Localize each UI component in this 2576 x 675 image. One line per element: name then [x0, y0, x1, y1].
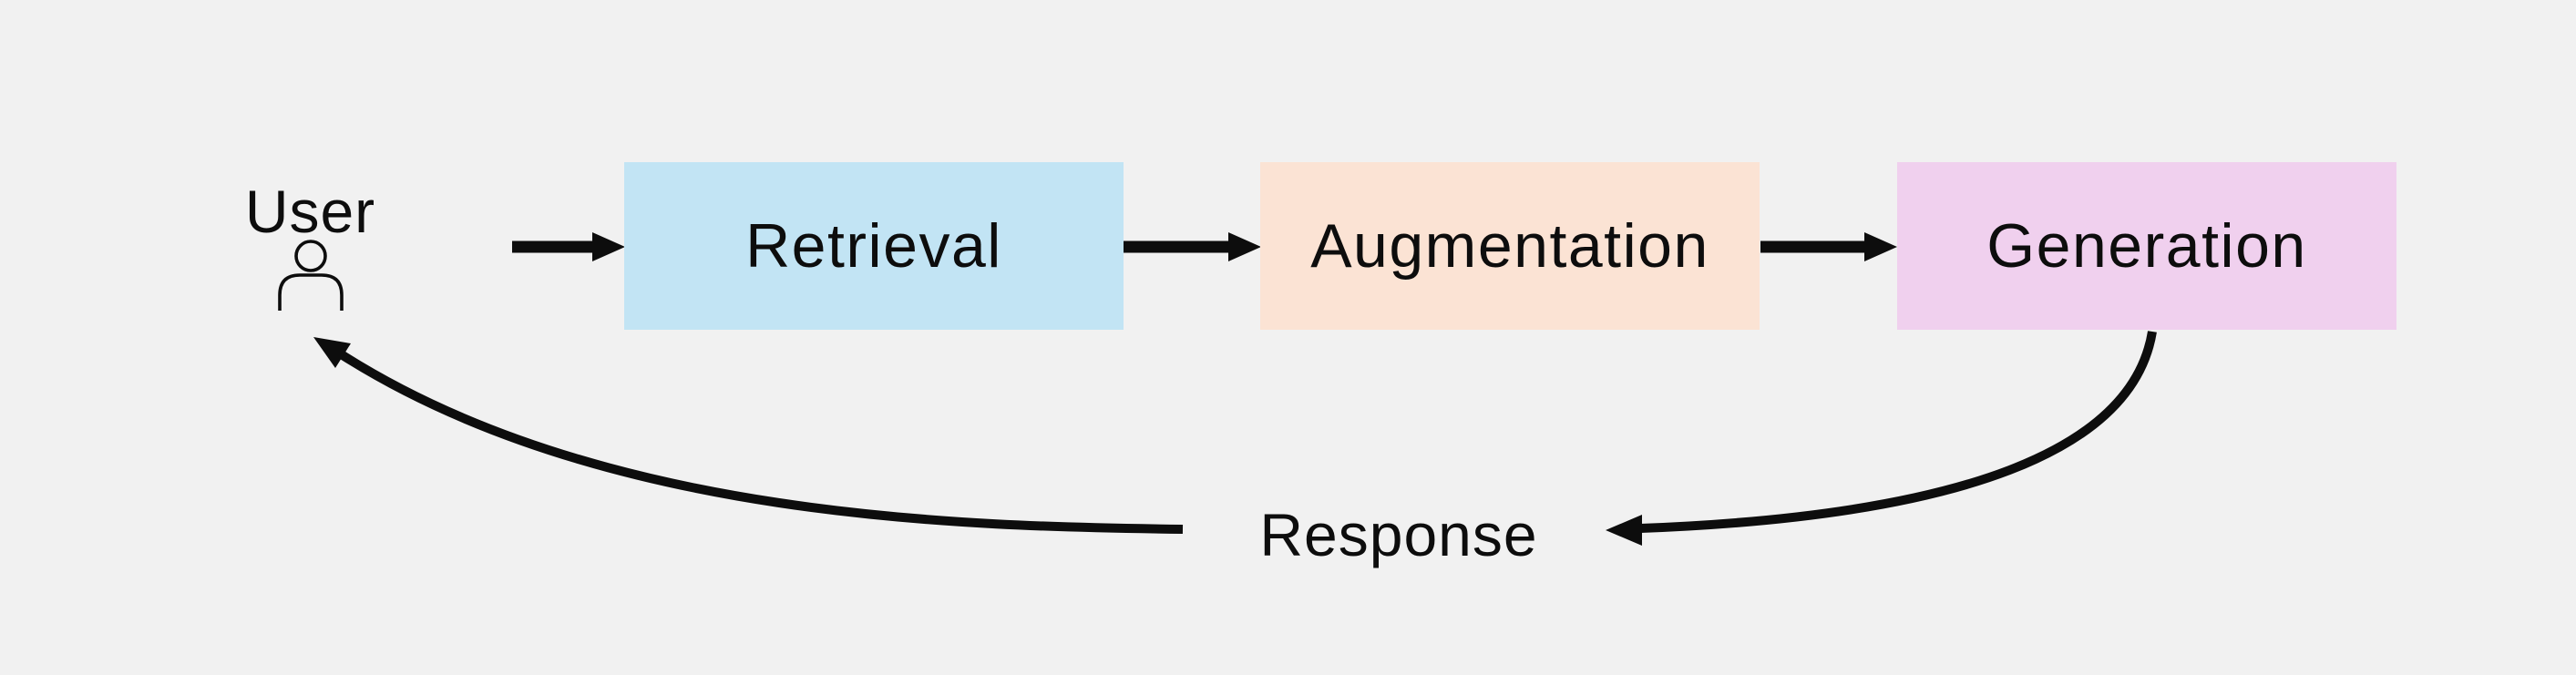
node-augmentation: Augmentation	[1260, 162, 1760, 330]
arrow-response-to-user	[313, 337, 1184, 534]
response-label: Response	[1259, 501, 1538, 568]
node-retrieval: Retrieval	[624, 162, 1124, 330]
arrow-retrieval-to-augmentation	[1124, 232, 1261, 261]
user-icon	[278, 240, 344, 311]
user-label: User	[244, 178, 376, 245]
arrow-generation-to-response	[1606, 331, 2157, 546]
arrow-augmentation-to-generation	[1760, 232, 1897, 261]
node-generation: Generation	[1897, 162, 2396, 330]
arrow-user-to-retrieval	[512, 232, 625, 261]
